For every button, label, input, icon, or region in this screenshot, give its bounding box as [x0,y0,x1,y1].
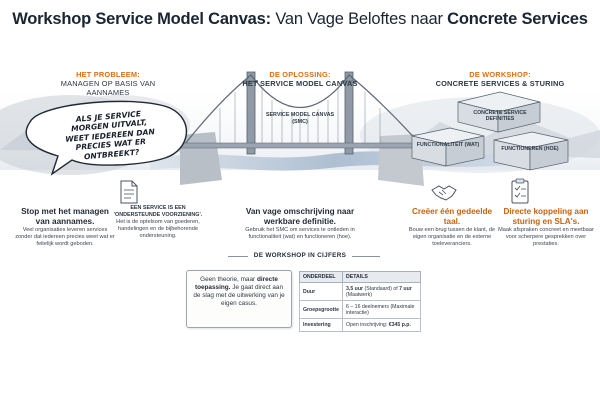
cube-top-label: CONCRETE SERVICE DEFINITIES [473,110,527,123]
numbers-heading: DE WORKSHOP IN CIJFERS [0,252,600,259]
speech-bubble-text: ALS JE SERVICE MORGEN UITVALT, WEET IEDE… [64,109,156,161]
table-row: Duur 3,5 uur (Standaard) of 7 uur (Maatw… [298,281,421,302]
document-icon [120,180,138,204]
section-head-solution: DE OPLOSSING: HET SERVICE MODEL CANVAS [242,70,358,88]
speech-bubble [25,100,187,176]
workshop-details-table: ONDERDEEL DETAILS Duur 3,5 uur (Standaar… [298,271,421,333]
column-solution: Van vage omschrijving naar werkbare defi… [245,207,355,241]
handshake-icon [431,185,457,201]
column-shared-language: Creëer één gedeelde taal. Bouw een brug … [408,207,496,248]
column-problem: Stop met het managen van aannames. Veel … [15,207,115,248]
cube-right-label: FUNCTIONEREN (HOE) [501,146,559,152]
bridge-scene [0,71,600,186]
suspension-bridge [179,71,421,155]
column-sla: Directe koppeling aan sturing en SLA's. … [498,207,594,248]
cube-left-label: FUNCTIONALITEIT (WAT) [416,142,480,148]
divider-line-right [336,256,380,257]
bridge-label: SERVICE MODEL CANVAS (SMC) [265,112,335,125]
clipboard-checklist-icon [511,178,529,204]
cliff-left [180,132,222,185]
page-title: Workshop Service Model Canvas: Van Vage … [12,10,588,28]
column-service-definition: EEN SERVICE IS EEN 'ONDERSTEUNDE VOORZIE… [113,205,203,240]
table-header-row: ONDERDEEL DETAILS [298,271,421,283]
section-head-problem: HET PROBLEEM: MANAGEN OP BASIS VAN AANNA… [60,70,156,97]
section-head-workshop: DE WORKSHOP: CONCRETE SERVICES & STURING [435,70,565,88]
table-row: Investering Open inschrijving: €345 p.p. [298,318,421,333]
note-card: Geen theorie, maar directe toepassing. J… [186,270,292,328]
service-cubes [411,91,569,171]
table-row: Groepsgrootte 6 – 16 deelnemers (Maximal… [298,300,421,320]
